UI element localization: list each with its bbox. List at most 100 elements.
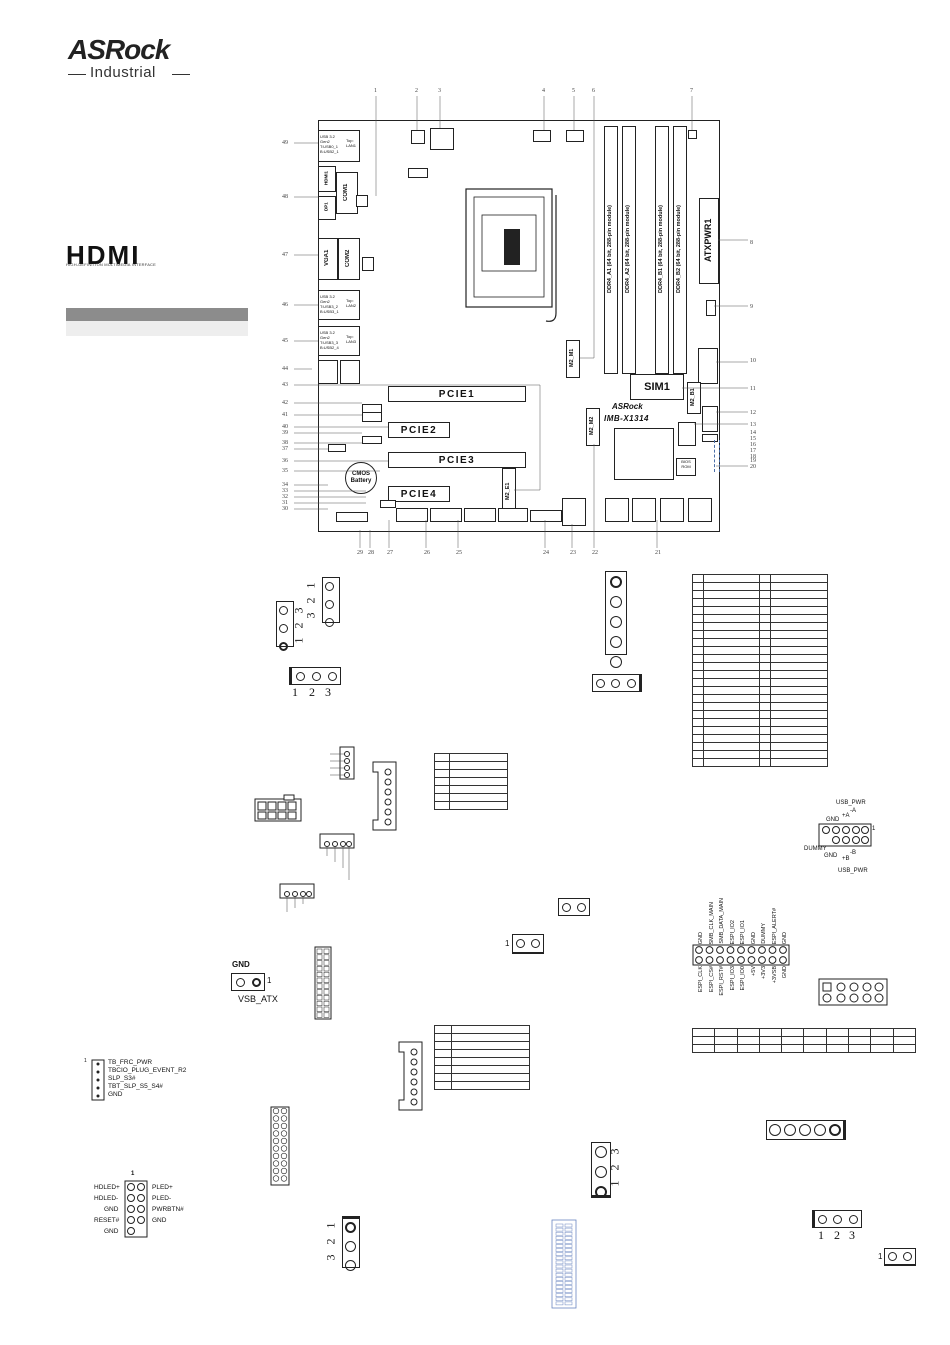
table-cell <box>451 1057 530 1066</box>
table-cell <box>759 654 772 663</box>
usb-pwr-top: USB_PWR <box>836 800 866 806</box>
header-pin <box>272 1152 280 1160</box>
callout-41: 41 <box>282 412 288 418</box>
table-cell <box>770 702 828 711</box>
table-cell <box>758 1044 783 1053</box>
espi-pin-label: +3V3 <box>761 966 767 979</box>
header-callout-37 <box>328 444 346 452</box>
table-cell <box>692 726 704 735</box>
m2-pin <box>555 1281 564 1285</box>
table-row <box>692 750 828 759</box>
table-cell <box>825 1044 850 1053</box>
io-audio-a <box>318 360 338 384</box>
jumper-f-pin1: 1 <box>607 1180 622 1187</box>
table-cell <box>759 702 772 711</box>
callout-19: 19 <box>750 458 756 464</box>
usb-plus-b: +B <box>842 856 850 862</box>
atx-pin <box>316 1000 323 1007</box>
table-row <box>692 742 828 751</box>
espi-pin <box>695 956 703 964</box>
callout-30: 30 <box>282 506 288 512</box>
io-vga-label: VGA1 <box>324 249 330 267</box>
panel-right-1: PLED+ <box>152 1184 173 1191</box>
io-vga <box>318 238 338 280</box>
table-cell <box>702 702 761 711</box>
espi-pin-label: +5V <box>750 966 757 976</box>
espi-pin <box>737 956 745 964</box>
table-row <box>434 753 509 762</box>
table-cell <box>759 622 772 631</box>
table-cell <box>702 630 761 639</box>
header-pin <box>272 1115 280 1122</box>
espi-pin <box>779 946 787 954</box>
m2-pin <box>564 1289 573 1293</box>
table-row <box>433 1025 530 1034</box>
atx-pin <box>316 989 323 995</box>
atx-pin <box>316 1006 323 1012</box>
table-row <box>692 630 828 639</box>
table-cell <box>848 1044 872 1053</box>
vsb-atx-header <box>231 973 265 991</box>
callout-28: 28 <box>368 550 374 556</box>
callout-5: 5 <box>572 88 575 94</box>
table-cell <box>770 670 828 679</box>
header-pin <box>280 1130 288 1137</box>
table-cell <box>758 1028 783 1037</box>
table-cell <box>770 678 828 687</box>
table-row <box>434 801 509 810</box>
table-cell <box>702 598 761 607</box>
table-cell <box>759 686 772 695</box>
espi-pin <box>758 956 766 964</box>
table-cell <box>692 662 704 671</box>
table-cell <box>692 734 704 743</box>
m2-pin <box>564 1301 573 1306</box>
jumper-g-pin1: 1 <box>818 1228 824 1242</box>
table-cell <box>759 750 772 759</box>
table-row <box>433 1041 530 1050</box>
jumper-f-pin2: 2 <box>607 1164 622 1171</box>
table-cell <box>825 1028 850 1037</box>
table-cell <box>451 1081 530 1090</box>
callout-11: 11 <box>750 386 756 392</box>
atx-pin <box>316 995 323 1001</box>
callout-21: 21 <box>655 550 661 556</box>
espi-pin-label: ESPI_IO1 <box>740 919 746 944</box>
dimm-b1 <box>655 126 669 374</box>
table-cell <box>702 742 761 751</box>
atx-power-label: ATXPWR1 <box>703 218 713 262</box>
espi-header <box>692 944 790 966</box>
tbt-pin-1-label: TB_FRC_PWR <box>108 1059 153 1066</box>
table-cell <box>825 1036 850 1045</box>
table-row <box>692 646 828 655</box>
jumper-a-pin2: 2 <box>303 597 318 604</box>
jumper-b-pin2: 2 <box>291 622 306 629</box>
espi-pin <box>726 946 735 954</box>
atx-pin <box>323 954 330 960</box>
vsb-pin1: 1 <box>267 976 272 985</box>
table-row <box>692 574 828 583</box>
header-2pin-b <box>512 934 544 954</box>
callout-49: 49 <box>282 140 288 146</box>
table-cell <box>692 750 704 759</box>
jumper-e-pin1: 1 <box>323 1222 338 1229</box>
jumper-c-pin3: 3 <box>325 685 331 699</box>
panel-left-5: GND <box>104 1228 119 1235</box>
espi-pin <box>747 956 756 964</box>
table-cell <box>692 590 704 599</box>
table-row <box>433 1049 530 1058</box>
table-cell <box>770 726 828 735</box>
table-cell <box>714 1036 738 1045</box>
m2-pin <box>555 1256 564 1261</box>
atx-pin <box>323 977 330 983</box>
espi-pin <box>726 956 735 964</box>
table-cell <box>702 614 761 623</box>
espi-pin <box>768 956 777 964</box>
header-5pin-horizontal <box>766 1120 846 1140</box>
table-row <box>691 1036 917 1045</box>
table-row <box>692 598 828 607</box>
io-dp <box>318 196 336 220</box>
table-cell <box>692 606 704 615</box>
espi-pin-label: SMB_CLK_MAIN <box>708 901 715 945</box>
m2-pin <box>564 1277 573 1281</box>
espi-pin-label: GND <box>750 931 757 944</box>
